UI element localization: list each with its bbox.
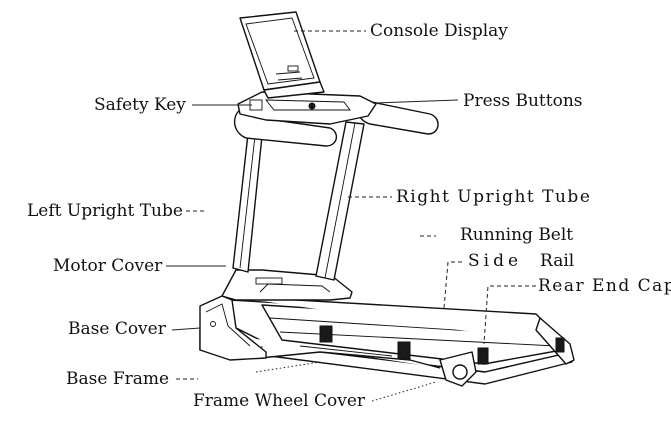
label-rear-end-cap: Rear End Cap <box>538 276 671 296</box>
left-upright-tube <box>232 133 263 273</box>
label-side-rail-side: Side <box>468 251 522 271</box>
label-safety-key: Safety Key <box>94 95 186 115</box>
label-right-upright-tube: Right Upright Tube <box>396 187 591 207</box>
label-console-display: Console Display <box>370 21 508 41</box>
leader-frame-wheel-cover <box>371 381 437 402</box>
console-display <box>239 11 325 99</box>
treadmill-illustration <box>199 11 575 387</box>
label-frame-wheel-cover: Frame Wheel Cover <box>193 391 366 411</box>
label-side-rail-rail: Rail <box>540 251 574 271</box>
label-left-upright-tube: Left Upright Tube <box>27 201 183 221</box>
handlebars <box>233 91 439 147</box>
label-press-buttons: Press Buttons <box>463 91 583 111</box>
part-labels: Console Display Safety Key Press Buttons… <box>27 21 671 411</box>
leader-base-cover <box>171 327 201 331</box>
label-base-cover: Base Cover <box>68 319 167 339</box>
leader-press-buttons <box>373 99 459 104</box>
right-upright-tube <box>315 121 365 281</box>
leader-rear-end-cap <box>483 285 536 345</box>
leader-lines <box>166 30 536 402</box>
leader-side-rail <box>443 261 462 309</box>
label-running-belt: Running Belt <box>460 225 573 245</box>
frame-wheel-cover <box>439 351 477 387</box>
label-motor-cover: Motor Cover <box>53 256 163 276</box>
deck <box>227 295 575 385</box>
label-base-frame: Base Frame <box>66 369 169 389</box>
